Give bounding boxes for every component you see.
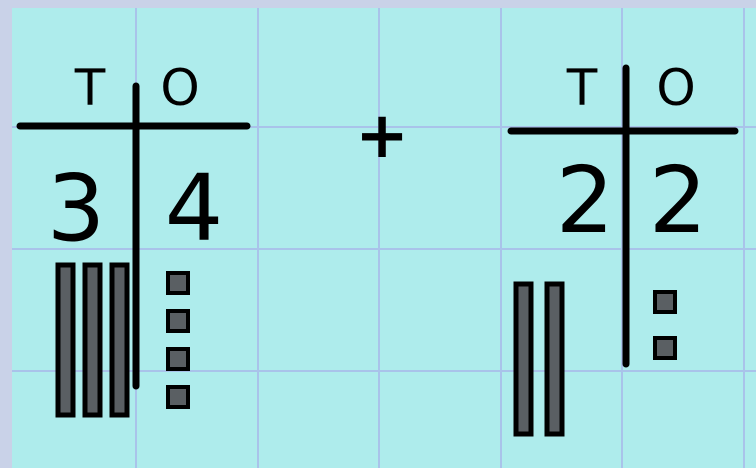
ten-rod [112, 265, 127, 415]
ten-rod [58, 265, 73, 415]
right-tens-header: T [566, 59, 598, 117]
left-tens-header: T [74, 59, 106, 117]
one-cube [655, 338, 675, 358]
one-cube [168, 311, 188, 331]
one-cube [655, 292, 675, 312]
left-tens-rods [58, 265, 127, 415]
right-ones-header: O [656, 59, 695, 117]
ten-rod [85, 265, 100, 415]
right-tens-digit: 2 [556, 147, 615, 254]
left-ones-digit: 4 [165, 155, 224, 262]
plus-operator: + [355, 99, 409, 173]
one-cube [168, 349, 188, 369]
right-ones-digit: 2 [649, 147, 708, 254]
left-tens-digit: 3 [47, 155, 106, 262]
one-cube [168, 273, 188, 293]
left-ones-header: O [160, 59, 199, 117]
ten-rod [516, 284, 531, 434]
ten-rod [547, 284, 562, 434]
one-cube [168, 387, 188, 407]
